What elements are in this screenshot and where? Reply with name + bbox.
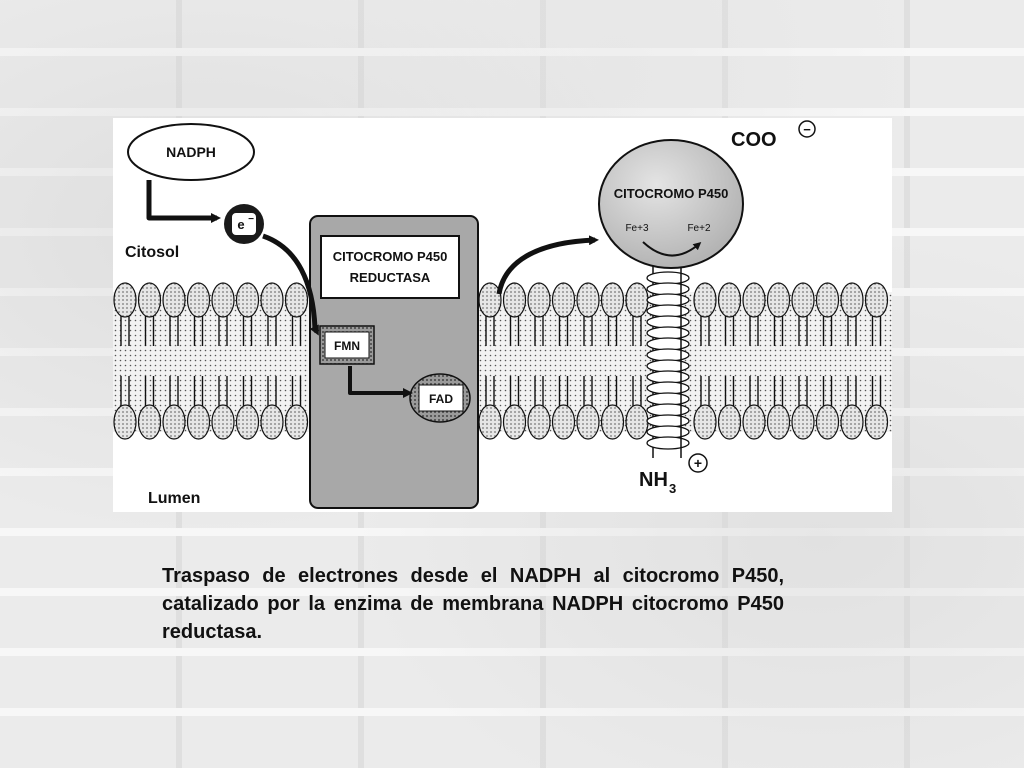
helix-turn <box>646 392 690 406</box>
electron-to-fmn-arrow <box>262 233 320 336</box>
electron-label: e <box>237 217 244 232</box>
helix-turn <box>646 282 690 296</box>
positive-charge-icon: + <box>688 453 708 473</box>
fad-cofactor: FAD <box>409 373 471 423</box>
negative-charge-icon: − <box>798 120 816 138</box>
lipid-head <box>791 282 815 318</box>
lipid-head <box>137 404 162 440</box>
lipid-head <box>211 404 235 440</box>
lipid-head <box>478 404 502 440</box>
helix-turn <box>646 348 690 362</box>
fmn-cofactor: FMN <box>319 325 375 365</box>
lipid-head <box>815 404 840 440</box>
diagram-canvas: CITOCROMO P450 REDUCTASA FMN FAD CITOCRO… <box>113 120 892 509</box>
to-p450-arrow <box>496 235 599 295</box>
helix-turn <box>646 414 690 428</box>
lipid-head <box>186 404 211 440</box>
lumen-label: Lumen <box>148 490 200 507</box>
lipid-head <box>693 404 717 440</box>
figure-caption: Traspaso de electrones desde el NADPH al… <box>162 565 784 643</box>
lipid-head <box>717 404 742 440</box>
lipid-head <box>284 282 309 318</box>
lipid-head <box>717 282 742 318</box>
lipid-head <box>576 282 600 318</box>
lipid-head <box>791 404 815 440</box>
lipid-head <box>478 282 502 318</box>
iron-reduction-arrow <box>642 241 702 257</box>
lipid-head <box>766 404 791 440</box>
cytochrome-p450: CITOCROMO P450 Fe+3 Fe+2 <box>598 139 744 269</box>
lipid-head <box>502 404 527 440</box>
lipid-head <box>600 282 625 318</box>
lipid-head <box>211 282 235 318</box>
fe2-label: Fe+2 <box>687 223 711 234</box>
nadph-to-electron-arrow <box>146 180 221 223</box>
lipid-head <box>693 282 717 318</box>
lipid-head <box>113 282 137 318</box>
electron-charge: − <box>248 214 254 225</box>
fe3-label: Fe+3 <box>625 223 649 234</box>
citosol-label: Citosol <box>125 244 179 261</box>
helix-turn <box>646 293 690 307</box>
lipid-head <box>235 282 260 318</box>
lipid-head <box>235 404 260 440</box>
helix-turn <box>646 337 690 351</box>
lipid-head <box>766 282 791 318</box>
lipid-head <box>864 404 889 440</box>
lipid-head <box>625 282 649 318</box>
lipid-head <box>742 282 766 318</box>
electron: e − <box>224 204 264 244</box>
svg-text:−: − <box>803 122 811 137</box>
lipid-head <box>137 282 162 318</box>
p450-label: CITOCROMO P450 <box>614 186 729 201</box>
helix-turn <box>646 370 690 384</box>
nadph-label: NADPH <box>166 144 216 160</box>
lipid-head <box>864 282 889 318</box>
lipid-head <box>527 404 551 440</box>
nadph: NADPH <box>127 123 255 181</box>
lipid-head <box>186 282 211 318</box>
amino-subscript: 3 <box>669 481 676 496</box>
lipid-head <box>502 282 527 318</box>
reductase-protein: CITOCROMO P450 REDUCTASA <box>309 215 479 509</box>
lipid-head <box>840 404 864 440</box>
lipid-head <box>260 282 284 318</box>
svg-text:+: + <box>694 455 702 471</box>
helix-turn <box>646 425 690 439</box>
helix-turn <box>646 359 690 373</box>
lipid-head <box>284 404 309 440</box>
helix-turn <box>646 403 690 417</box>
carboxyl-terminus-label: COO <box>731 129 777 151</box>
helix-turn <box>646 436 690 450</box>
helix-turn <box>646 381 690 395</box>
lipid-head <box>576 404 600 440</box>
lipid-head <box>260 404 284 440</box>
lipid-head <box>840 282 864 318</box>
helix-turn <box>646 326 690 340</box>
lipid-head <box>815 282 840 318</box>
lipid-head <box>551 404 576 440</box>
lipid-bilayer <box>113 282 892 440</box>
reductase-label-line1: CITOCROMO P450 <box>333 249 448 264</box>
fad-label: FAD <box>429 392 453 406</box>
lipid-head <box>162 282 186 318</box>
lipid-head <box>551 282 576 318</box>
helix-turn <box>646 304 690 318</box>
reductase-label-box <box>320 235 460 299</box>
helix-turn <box>646 271 690 285</box>
electron-transfer-diagram: CITOCROMO P450 REDUCTASA FMN FAD CITOCRO… <box>113 118 892 512</box>
lipid-head <box>742 404 766 440</box>
lipid-head <box>600 404 625 440</box>
lipid-head <box>113 404 137 440</box>
fmn-to-fad-arrow <box>348 366 413 398</box>
p450-transmembrane-helix <box>646 266 690 458</box>
amino-terminus-label: NH <box>639 469 668 491</box>
helix-turn <box>646 315 690 329</box>
lipid-head <box>527 282 551 318</box>
lipid-head <box>162 404 186 440</box>
fmn-label: FMN <box>334 339 360 353</box>
lipid-head <box>625 404 649 440</box>
reductase-label-line2: REDUCTASA <box>350 270 431 285</box>
